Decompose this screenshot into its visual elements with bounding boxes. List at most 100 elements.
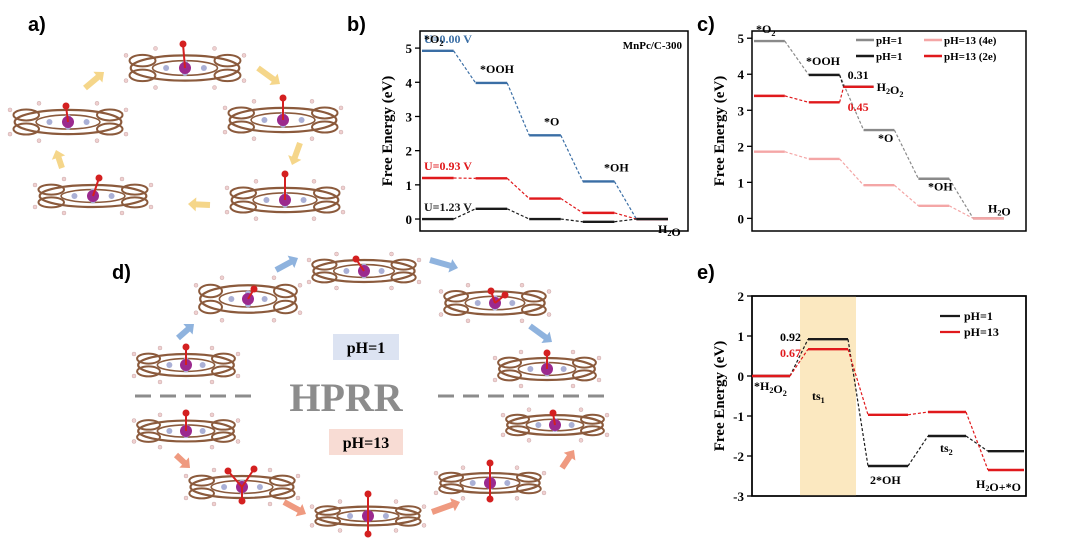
energy-connector [789,348,809,377]
benzene-ring [188,487,215,500]
benzene-ring [37,183,66,196]
hydrogen-atom [212,46,217,51]
cycle-arrow-blue [528,323,552,343]
benzene-ring [313,186,341,200]
energy-connector [784,151,809,160]
molecule-right [222,94,344,141]
series-red-2e [754,85,874,104]
step-label: *OH [604,160,629,174]
nitrogen-atom [560,366,567,372]
hydrogen-atom [309,99,315,104]
oxygen-atom [279,94,287,102]
ligand-bond [182,43,186,69]
series-blue [422,49,668,221]
benzene-ring [505,425,530,437]
ligand-bond [227,470,243,488]
series-black [422,207,668,223]
legend: pH=1pH=13 [940,309,999,339]
benzene-ring [120,196,149,209]
series-pink [754,150,1004,220]
y-tick-label: 4 [406,75,413,90]
hydrogen-atom [306,279,312,285]
step-label: H2O [658,222,681,239]
cycle-arrow [188,197,211,212]
arrow-body [256,65,280,85]
step-label: *OOH [806,54,841,68]
y-tick-label: 2 [406,144,413,159]
hydrogen-atom [334,285,339,291]
ph1-box [333,334,399,360]
hydrogen-atom [241,78,247,83]
hydrogen-atom [153,46,158,51]
hydrogen-atom [131,418,137,423]
arrow-body [274,255,298,273]
molecule-d-top-right [438,282,552,324]
benzene-ring [136,419,161,431]
hydrogen-atom [123,107,129,113]
hydrogen-atom [526,407,532,412]
hydrogen-atom [7,107,13,113]
hydrogen-atom [235,373,241,379]
y-axis-title: Free Energy (eV) [712,341,728,452]
nitrogen-atom [261,296,268,302]
step-label: *O2 [756,22,775,38]
benzene-ring [314,505,341,516]
hydrogen-atom [465,318,471,324]
hydrogen-atom [438,289,444,294]
energy-connector [965,411,989,471]
benzene-ring [580,425,605,437]
step-label: 2*OH [870,473,901,487]
benzene-ring [313,200,341,214]
hydrogen-atom [416,257,422,263]
hydrogen-atom [251,99,257,104]
benzene-ring [497,369,522,382]
hydrogen-atom [492,377,498,383]
oxygen-atom [250,465,258,473]
oxygen-atom [543,349,551,357]
benzene-ring [120,183,149,196]
hydrogen-atom [241,53,247,58]
y-tick-label: 5 [406,41,413,56]
oxygen-atom [486,459,494,467]
hydrogen-atom [36,138,42,143]
nitrogen-atom [474,300,481,306]
hydrogen-atom [193,283,199,288]
hydrogen-atom [541,470,547,476]
energy-connector [506,177,530,199]
hydrogen-atom [460,465,466,470]
hydrogen-atom [309,504,315,509]
benzene-ring [390,271,417,284]
hydrogen-atom [94,138,100,143]
hydrogen-atom [340,185,346,191]
step-label: *O [878,131,893,145]
benzene-ring [269,474,296,487]
benzene-ring [227,120,256,134]
nitrogen-atom [71,193,78,199]
hydrogen-atom [519,318,525,324]
arrow-body [430,498,460,515]
cycle-arrow [256,65,280,85]
benzene-ring [128,53,157,68]
hydrogen-atom [224,185,230,191]
nitrogen-atom [163,65,170,71]
hydrogen-atom [251,136,257,141]
oxygen-atom [486,495,494,503]
hydrogen-atom [157,412,163,418]
hprr-label: HPRR [289,375,403,420]
plot-frame [419,30,689,232]
panel-a-catalytic-cycle [7,40,346,221]
h2o2-label: H2O2 [877,80,904,99]
hydrogen-atom [460,496,466,501]
series-label: U=0.93 V [424,159,472,173]
hydrogen-atom [183,495,189,501]
benzene-ring [211,419,236,431]
carbon-framework [38,183,148,209]
cycle-arrow-red [173,452,191,469]
step-label: *OOH [480,62,515,76]
y-axis-title: Free Energy (eV) [712,76,728,187]
arrow-body [282,499,306,517]
hydrogen-atom [546,289,552,294]
